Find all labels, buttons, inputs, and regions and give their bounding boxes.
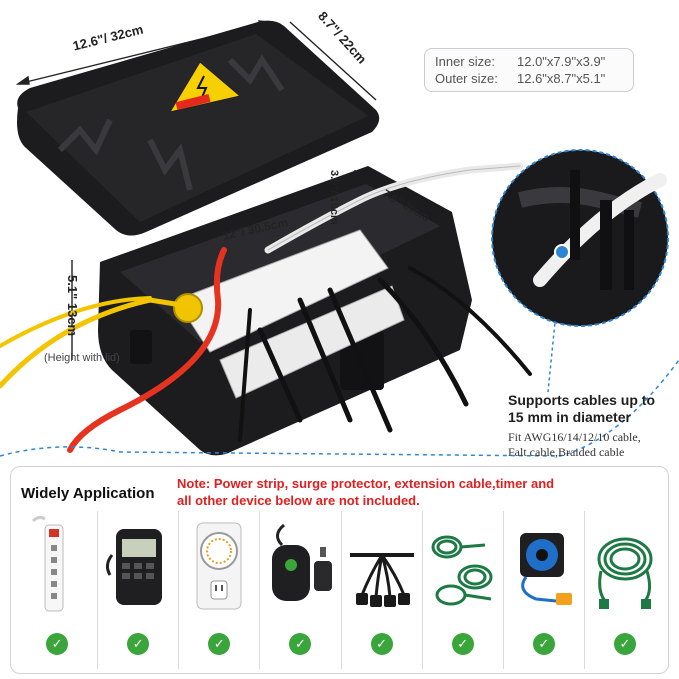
inner-size-label: Inner size: — [435, 54, 495, 69]
application-title: Widely Application — [21, 485, 155, 502]
check-icon: ✓ — [46, 633, 69, 655]
item-digital-timer: ✓ — [98, 511, 180, 669]
green-coiled-cable-icon — [597, 537, 653, 609]
support-title-line2: 15 mm in diameter — [508, 409, 631, 425]
note-line2: all other device below are not included. — [177, 493, 420, 508]
item-mechanical-timer: ✓ — [179, 511, 261, 669]
item-splitter-cable: ✓ — [342, 511, 423, 669]
note-line1: Note: Power strip, surge protector, exte… — [177, 476, 555, 491]
check-icon: ✓ — [532, 633, 555, 655]
splitter-cable-icon — [349, 553, 414, 607]
power-strip-inside — [175, 229, 389, 353]
check-icon: ✓ — [208, 633, 231, 655]
item-remote-outlet: ✓ — [260, 511, 342, 669]
power-strip-icon — [32, 515, 64, 612]
height-note: (Height with lid) — [44, 352, 120, 364]
dashed-divider — [0, 359, 679, 457]
box-lid — [17, 20, 380, 236]
outer-size-row: Outer size: 12.6"x8.7"x5.1" — [435, 70, 623, 87]
check-icon: ✓ — [613, 633, 636, 655]
junction-box-artwork — [0, 20, 679, 457]
item-green-extension-cable: ✓ — [423, 511, 504, 669]
check-icon: ✓ — [289, 633, 312, 655]
support-title-line1: Supports cables up to — [508, 392, 656, 408]
item-power-strip: ✓ — [17, 511, 99, 669]
inner-size-row: Inner size: 12.0"x7.9"x3.9" — [435, 53, 623, 70]
application-items: ✓ ✓ ✓ — [17, 511, 665, 669]
size-info-box: Inner size: 12.0"x7.9"x3.9" Outer size: … — [424, 48, 634, 92]
dimension-height: 5.1" 13cm — [65, 275, 80, 337]
remote-outlet-icon — [272, 523, 333, 601]
application-panel: Widely Application Note: Power strip, su… — [10, 466, 669, 674]
digital-timer-icon — [106, 529, 163, 605]
magnified-detail — [491, 149, 669, 393]
outer-size-value: 12.6"x8.7"x5.1" — [517, 71, 606, 86]
green-extension-cable-icon — [431, 535, 493, 606]
cord-reel-icon — [519, 533, 572, 605]
check-icon: ✓ — [127, 633, 150, 655]
check-icon: ✓ — [451, 633, 474, 655]
support-sub-line1: Fit AWG16/14/12/10 cable, — [508, 430, 641, 444]
check-icon: ✓ — [370, 633, 393, 655]
cables — [0, 162, 532, 453]
item-green-coiled-cable: ✓ — [585, 511, 665, 669]
dimension-inner-height: 3.9"/ 10cm — [328, 170, 340, 225]
support-sub-line2: Falt cable,Braided cable — [508, 445, 625, 459]
cable-support-info: Supports cables up to 15 mm in diameter … — [508, 392, 678, 460]
inner-size-value: 12.0"x7.9"x3.9" — [517, 54, 606, 69]
application-note: Note: Power strip, surge protector, exte… — [177, 475, 657, 509]
item-cord-reel: ✓ — [504, 511, 585, 669]
mechanical-timer-icon — [196, 522, 242, 610]
outer-size-label: Outer size: — [435, 71, 498, 86]
product-illustration: 12.6"/ 32cm 8.7"/ 22cm 5.1" 13cm 12"/ 30… — [0, 8, 679, 460]
